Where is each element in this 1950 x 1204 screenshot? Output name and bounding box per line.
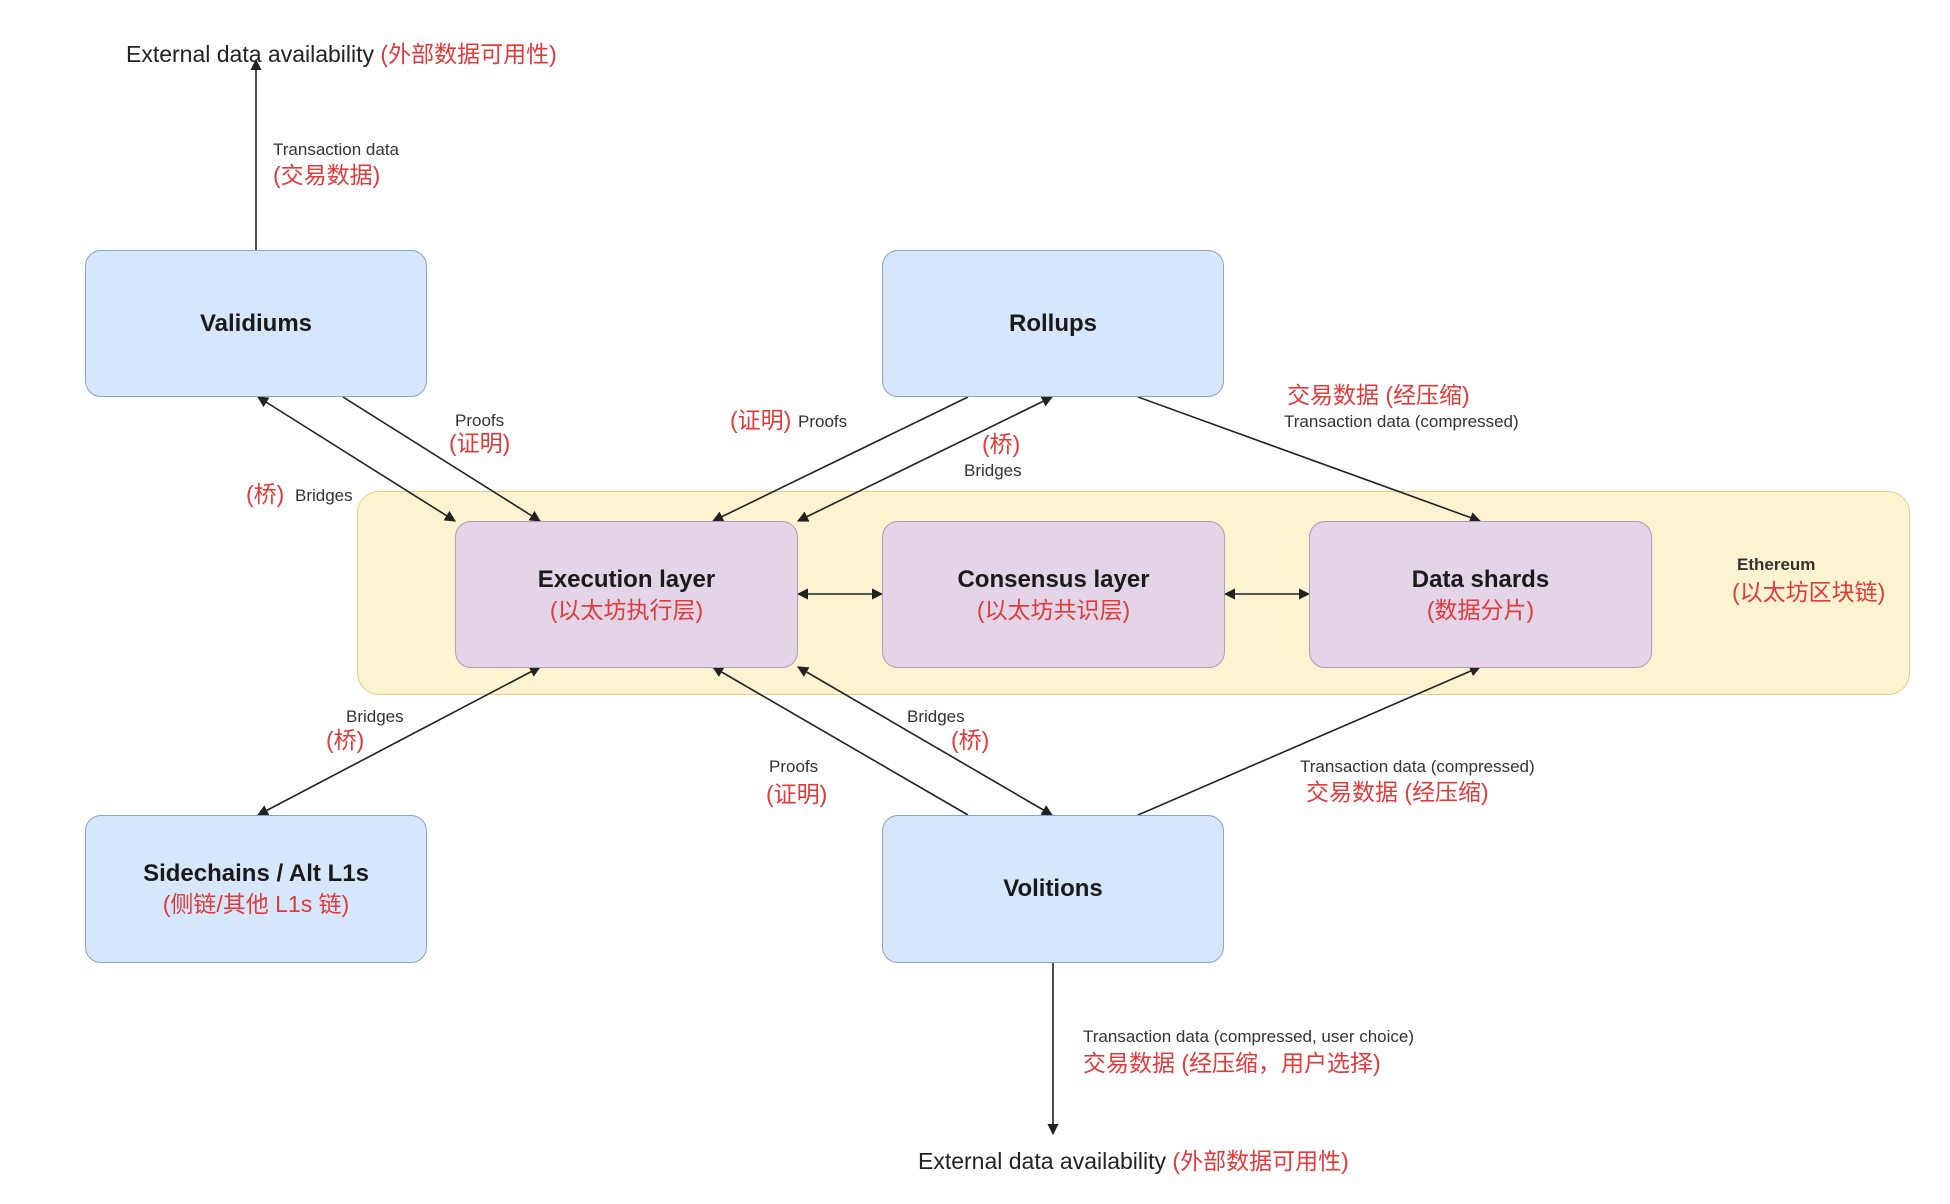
volition-tx-arrow [1137,665,1482,816]
consensus-layer-node: Consensus layer (以太坊共识层) [882,521,1225,668]
validium-tx-label-zh: (交易数据) [273,162,381,188]
sidechains-node: Sidechains / Alt L1s (侧链/其他 L1s 链) [85,815,427,963]
rollup-proofs-label-zh: (证明) [730,407,792,433]
validium-tx-label: Transaction data [273,140,399,159]
validium-proofs-label: Proofs [455,411,505,430]
volitions-node: Volitions [882,815,1224,963]
validium-proofs-arrow [342,396,541,522]
rollup-bridges-arrow [796,396,1054,522]
volition-bridges-label: Bridges [907,707,965,726]
volition-proofs-label-zh: (证明) [766,781,828,807]
validium-bridges-label: Bridges [295,486,353,505]
rollup-tx-label-zh: 交易数据 (经压缩) [1287,382,1470,408]
validium-bridges-label-zh: (桥) [246,481,285,507]
sidechain-bridges-label-zh: (桥) [326,727,365,753]
volition-tx-label: Transaction data (compressed) [1300,757,1535,776]
ethereum-title: Ethereum [1737,555,1816,574]
rollup-bridges-label: Bridges [964,461,1022,480]
data-shards-node: Data shards (数据分片) [1309,521,1652,668]
sidechains-title: Sidechains / Alt L1s [143,860,369,887]
validiums-node: Validiums [85,250,427,397]
volitions-title: Volitions [1003,875,1103,902]
sidechains-subtitle: (侧链/其他 L1s 链) [162,891,350,917]
ethereum-subtitle: (以太坊区块链) [1732,579,1886,605]
consensus-subtitle: (以太坊共识层) [976,596,1131,623]
execution-layer-node: Execution layer (以太坊执行层) [455,521,798,668]
validium-bridges-arrow [257,396,456,522]
rollup-tx-arrow [1137,396,1482,523]
validium-proofs-label-zh: (证明) [449,430,511,456]
execution-title: Execution layer [537,565,716,593]
consensus-title: Consensus layer [957,565,1150,593]
top-external-label: External data availability (外部数据可用性) [126,41,557,67]
volition-bridges-label-zh: (桥) [951,727,990,753]
bottom-external-label: External data availability (外部数据可用性) [918,1148,1349,1174]
rollups-node: Rollups [882,250,1224,397]
volition-bridges-arrow [797,666,1053,816]
volition-proofs-label: Proofs [769,757,819,776]
volition-proofs-arrow [712,666,969,816]
sidechain-bridges-label: Bridges [346,707,404,726]
rollup-bridges-label-zh: (桥) [982,431,1021,457]
validiums-title: Validiums [199,309,313,337]
data-shards-subtitle: (数据分片) [1426,596,1535,623]
volition-tx-label-zh: 交易数据 (经压缩) [1306,779,1489,805]
rollup-tx-label: Transaction data (compressed) [1284,412,1519,431]
rollup-proofs-label: Proofs [798,412,848,431]
sidechain-bridges-arrow [257,666,541,816]
data-shards-title: Data shards [1411,565,1550,593]
rollups-title: Rollups [1009,309,1097,337]
execution-subtitle: (以太坊执行层) [549,596,704,623]
volition-external-label-zh: 交易数据 (经压缩，用户选择) [1083,1050,1381,1076]
volition-external-label: Transaction data (compressed, user choic… [1083,1027,1415,1046]
